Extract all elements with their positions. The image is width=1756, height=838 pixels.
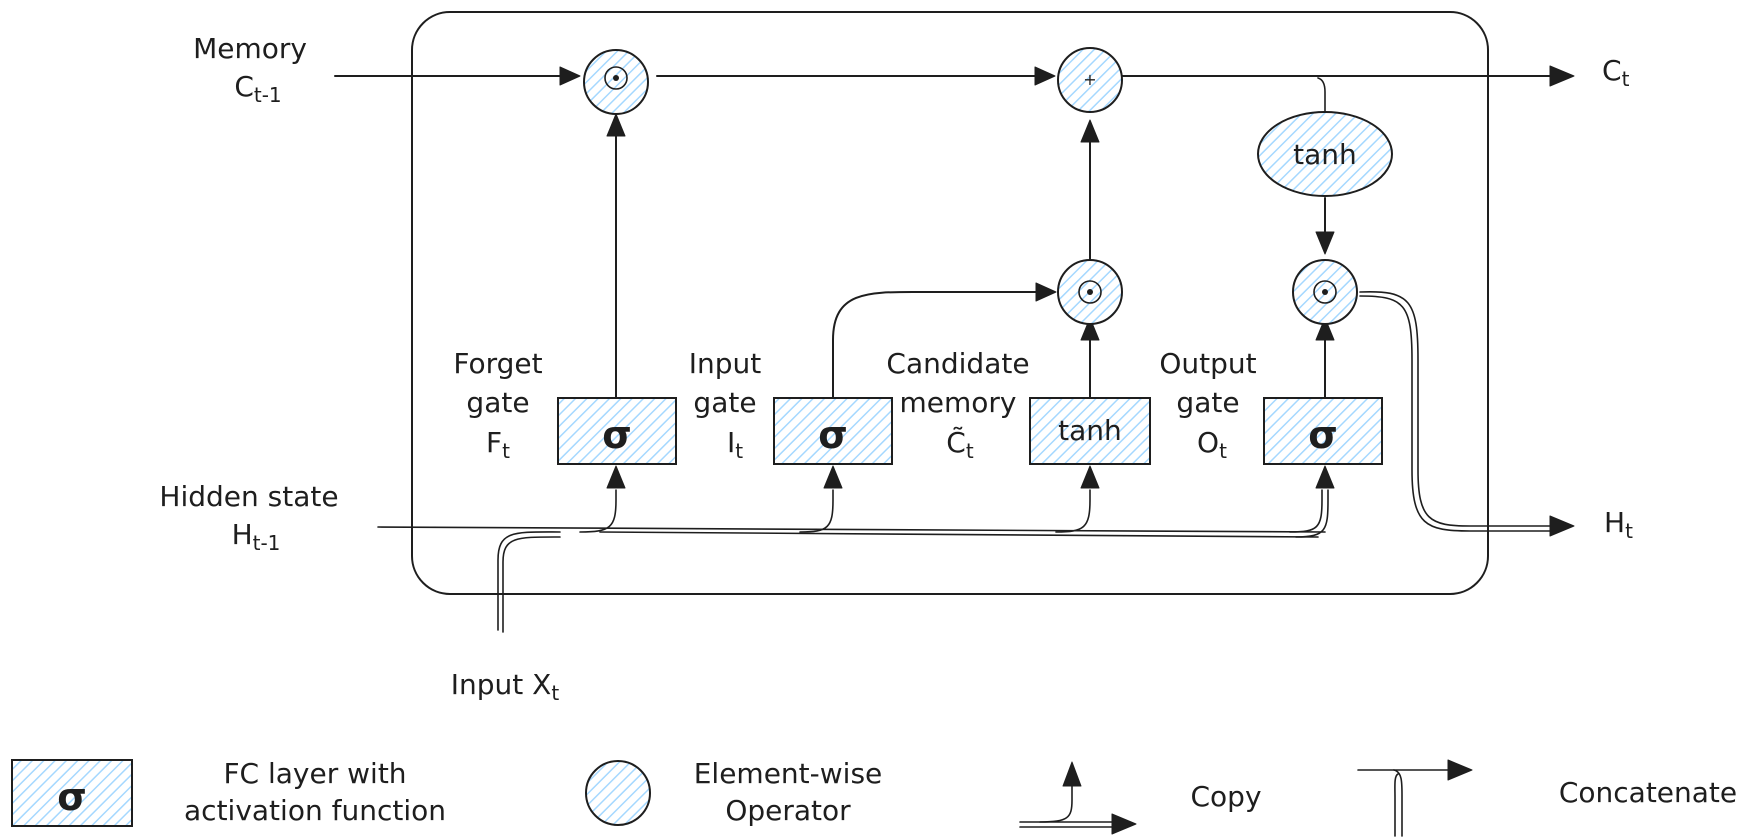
svg-text:Ht-1: Ht-1: [232, 518, 281, 555]
memory-output-label: Ct: [1602, 54, 1630, 91]
svg-text:Ht: Ht: [1604, 506, 1633, 543]
svg-text:Copy: Copy: [1190, 780, 1261, 813]
svg-text:memory: memory: [900, 386, 1017, 419]
hidden-state-lines: [377, 465, 1335, 633]
legend-fc-layer: σ FC layer with activation function: [11, 757, 446, 827]
memory-line: [334, 65, 1575, 113]
candidate-path: [1080, 119, 1100, 399]
lstm-cell-boundary: [411, 11, 1489, 595]
output-gate-box: σ: [1263, 397, 1383, 465]
output-gate-symbol: σ: [1308, 413, 1338, 457]
multiply-op-output: [1292, 259, 1358, 325]
add-op-memory: +: [1057, 47, 1123, 113]
input-gate-path: [832, 282, 1057, 399]
candidate-memory-label: Candidate memory C̃t: [886, 347, 1029, 463]
svg-text:gate: gate: [466, 386, 529, 419]
multiply-op-input: [1057, 259, 1123, 325]
candidate-symbol: tanh: [1058, 414, 1122, 447]
legend-copy: Copy: [1019, 761, 1262, 835]
output-path: [1315, 197, 1575, 537]
forget-gate-symbol: σ: [602, 413, 632, 457]
svg-text:Concatenate: Concatenate: [1559, 776, 1737, 809]
svg-text:FC layer with: FC layer with: [223, 757, 406, 790]
svg-text:Input Xt: Input Xt: [451, 668, 560, 705]
svg-text:It: It: [727, 426, 743, 463]
svg-text:C̃t: C̃t: [946, 426, 974, 463]
input-x-label: Input Xt: [451, 668, 560, 705]
forget-gate-label: Forget gate Ft: [453, 347, 542, 463]
tanh-memory-op: tanh: [1257, 111, 1393, 197]
hidden-state-input-label: Hidden state Ht-1: [159, 480, 338, 555]
svg-text:Ft: Ft: [486, 426, 510, 463]
svg-text:Ct: Ct: [1602, 54, 1630, 91]
input-gate-label: Input gate It: [689, 347, 762, 463]
forget-gate-path: [606, 113, 626, 399]
svg-text:gate: gate: [1176, 386, 1239, 419]
svg-text:Forget: Forget: [453, 347, 542, 380]
multiply-op-forget: [583, 49, 649, 115]
forget-gate-box: σ: [557, 397, 677, 465]
svg-text:gate: gate: [693, 386, 756, 419]
svg-text:Input: Input: [689, 347, 762, 380]
svg-text:Element-wise: Element-wise: [694, 757, 883, 790]
input-gate-symbol: σ: [818, 413, 848, 457]
svg-text:Ot: Ot: [1197, 426, 1227, 463]
svg-text:Operator: Operator: [725, 794, 851, 827]
svg-text:activation function: activation function: [184, 794, 446, 827]
legend: σ FC layer with activation function Elem…: [11, 757, 1737, 837]
svg-text:Candidate: Candidate: [886, 347, 1029, 380]
svg-text:Output: Output: [1159, 347, 1256, 380]
svg-text:Ct-1: Ct-1: [234, 70, 281, 107]
add-symbol: +: [1083, 70, 1096, 89]
output-gate-label: Output gate Ot: [1159, 347, 1256, 463]
svg-text:Hidden state: Hidden state: [159, 480, 338, 513]
svg-text:Memory: Memory: [193, 32, 307, 65]
legend-element-wise-op: Element-wise Operator: [585, 757, 883, 827]
memory-input-label: Memory Ct-1: [193, 32, 307, 107]
candidate-box: tanh: [1029, 397, 1151, 465]
legend-fc-symbol: σ: [57, 775, 87, 819]
tanh-ellipse-label: tanh: [1293, 138, 1357, 171]
hidden-state-output-label: Ht: [1604, 506, 1633, 543]
legend-concatenate: Concatenate: [1357, 759, 1737, 837]
input-gate-box: σ: [773, 397, 893, 465]
